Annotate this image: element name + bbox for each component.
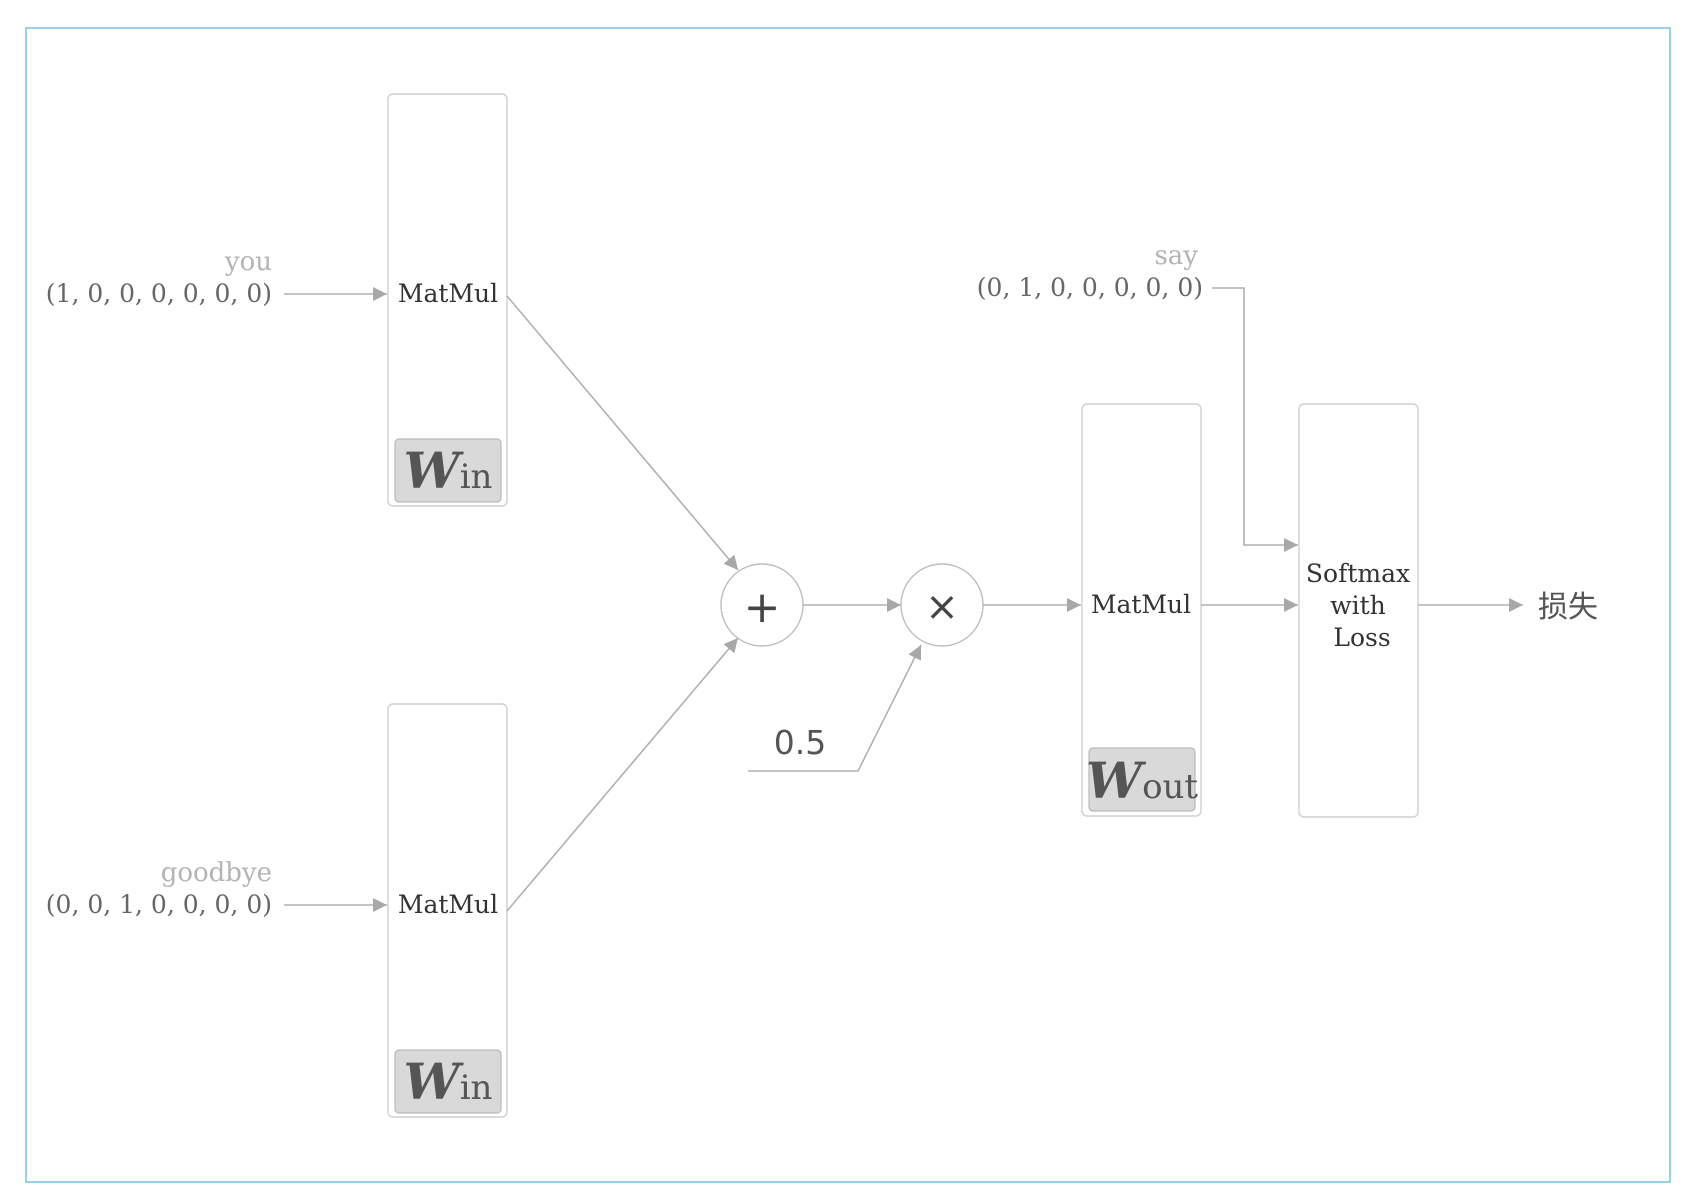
input-word-goodbye: goodbye (161, 858, 272, 888)
edge-target-to-softmax (1212, 287, 1298, 552)
matmul-in-node-1 (387, 93, 508, 507)
input-vector-you: (1, 0, 0, 0, 0, 0, 0) (46, 279, 272, 308)
multiply-symbol: × (925, 584, 959, 630)
matmul-out-node (1081, 403, 1202, 817)
edge-matmul2-to-add (506, 637, 739, 912)
scale-value: 0.5 (774, 723, 826, 762)
softmax-label-line1: Softmax (1306, 559, 1410, 588)
edge-scale-to-multiply (748, 644, 922, 772)
input-vector-goodbye: (0, 0, 1, 0, 0, 0, 0) (46, 890, 272, 919)
target-vector-say: (0, 1, 0, 0, 0, 0, 0) (977, 273, 1203, 302)
loss-output-label: 损失 (1538, 590, 1598, 625)
input-word-you: you (224, 247, 272, 277)
target-word-say: say (1154, 241, 1198, 271)
w-in-block-2 (394, 1049, 502, 1114)
softmax-label-line2: with (1330, 591, 1386, 620)
add-symbol: + (744, 582, 781, 633)
w-in-block-1 (394, 438, 502, 503)
w-out-label: Wout (1086, 751, 1199, 810)
softmax-with-loss-node (1298, 403, 1419, 818)
w-out-block (1088, 747, 1196, 812)
diagram-frame (25, 27, 1671, 1183)
w-in-label-1: Win (404, 441, 493, 500)
softmax-label-line3: Loss (1333, 623, 1390, 652)
w-in-label-2: Win (404, 1052, 493, 1111)
matmul-out-label: MatMul (1091, 590, 1191, 619)
edge-matmul1-to-add (506, 295, 739, 571)
matmul-in-label-2: MatMul (398, 890, 498, 919)
matmul-in-label-1: MatMul (398, 279, 498, 308)
